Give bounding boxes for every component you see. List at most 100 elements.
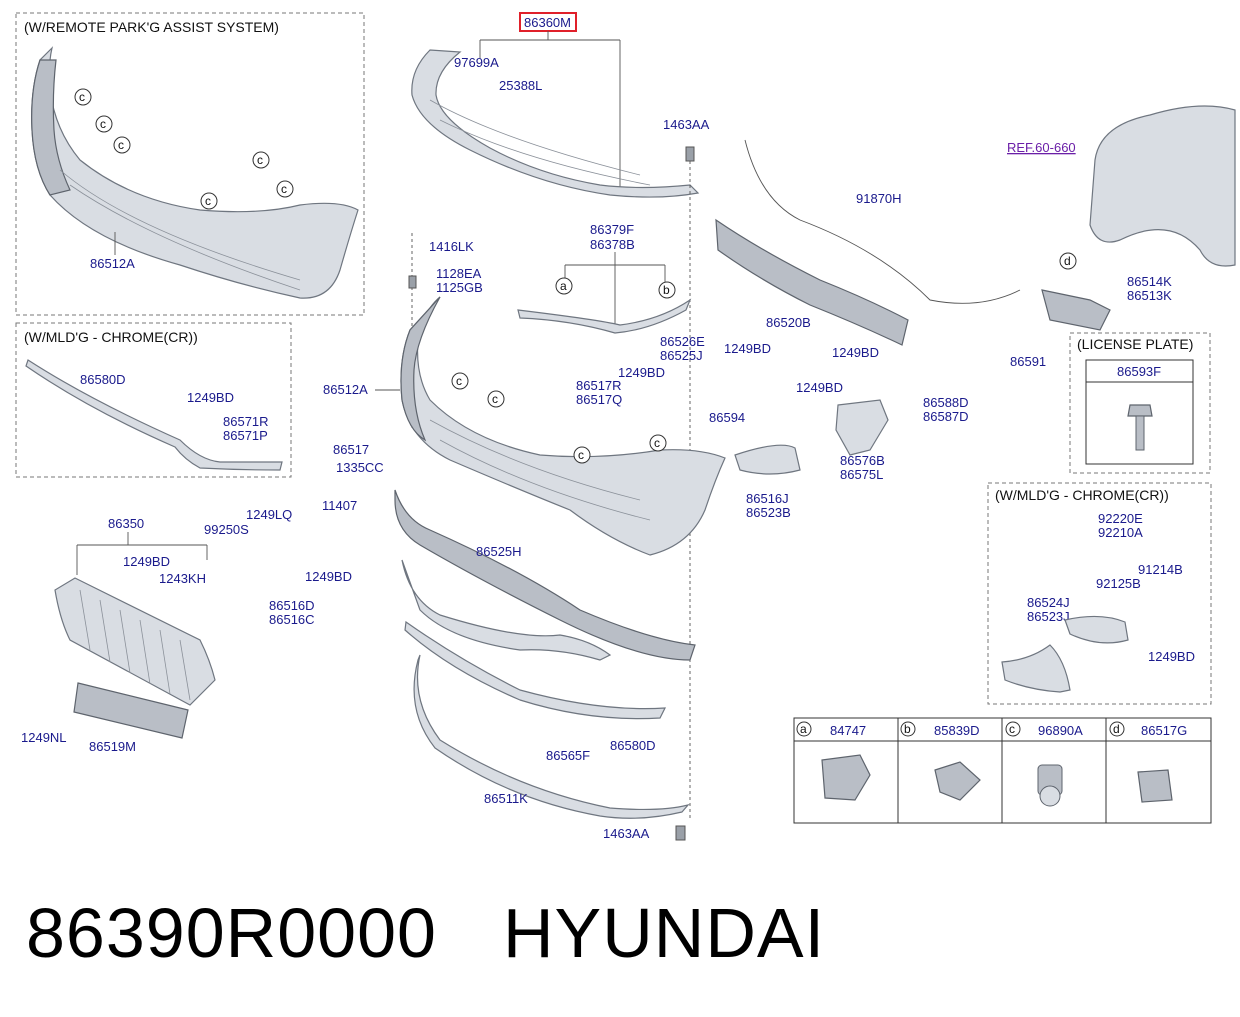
trim-strip-image bbox=[517, 298, 692, 334]
remote-park-box-title: (W/REMOTE PARK'G ASSIST SYSTEM) bbox=[24, 19, 279, 35]
license-plate-box-title: (LICENSE PLATE) bbox=[1077, 336, 1193, 352]
svg-text:c: c bbox=[205, 194, 211, 208]
label-86517R: 86517R bbox=[576, 378, 622, 393]
label-1249LQ: 1249LQ bbox=[246, 507, 292, 522]
clip-86517G-icon bbox=[1137, 769, 1173, 803]
label-86565F: 86565F bbox=[546, 748, 590, 763]
callout-c-5: c bbox=[276, 180, 294, 198]
mld-chrome-left-box bbox=[15, 322, 292, 478]
remote-park-box bbox=[15, 12, 365, 316]
bolt-1128EA-image bbox=[408, 275, 417, 289]
svg-text:d: d bbox=[1064, 254, 1071, 268]
label-86523J: 86523J bbox=[1027, 609, 1070, 624]
label-1125GB: 1125GB bbox=[436, 280, 483, 295]
label-86511K: 86511K bbox=[484, 791, 528, 806]
legend-part-85839D: 85839D bbox=[934, 723, 980, 738]
label-25388L: 25388L bbox=[499, 78, 542, 93]
label-86512A-mid: 86512A bbox=[323, 382, 368, 397]
label-86580D-left: 86580D bbox=[80, 372, 126, 387]
bumper-cover-remote-park-image bbox=[31, 46, 359, 299]
front-bumper-cover-image bbox=[400, 296, 726, 556]
svg-text:c: c bbox=[100, 117, 106, 131]
label-86525J: 86525J bbox=[660, 348, 703, 363]
lower-grille-image bbox=[401, 559, 612, 661]
mld-chrome-right-box-title: (W/MLD'G - CHROME(CR)) bbox=[995, 487, 1169, 503]
label-1249NL: 1249NL bbox=[21, 730, 67, 745]
ref-60-660-link[interactable]: REF.60-660 bbox=[1007, 140, 1076, 155]
label-1249BD-c: 1249BD bbox=[618, 365, 665, 380]
label-86517Q: 86517Q bbox=[576, 392, 622, 407]
wiring-harness-image bbox=[744, 139, 1021, 304]
label-1249BD-b: 1249BD bbox=[832, 345, 879, 360]
label-86571R: 86571R bbox=[223, 414, 269, 429]
svg-text:c: c bbox=[456, 374, 462, 388]
svg-text:a: a bbox=[560, 279, 567, 293]
license-plate-bolt-image bbox=[1127, 404, 1153, 451]
label-1249BD-e: 1249BD bbox=[123, 554, 170, 569]
legend-key-a: a bbox=[800, 722, 807, 736]
label-1243KH: 1243KH bbox=[159, 571, 206, 586]
label-1335CC: 1335CC bbox=[336, 460, 384, 475]
legend-key-d: d bbox=[1113, 722, 1120, 736]
sensor-96890A-icon bbox=[1037, 764, 1063, 807]
callout-a: a bbox=[555, 277, 573, 295]
label-86379F: 86379F bbox=[590, 222, 634, 237]
grille-lower-86519M-image bbox=[73, 682, 189, 739]
label-86360M[interactable]: 86360M bbox=[524, 15, 571, 30]
label-1128EA: 1128EA bbox=[436, 266, 482, 281]
bracket-86514K-image bbox=[1041, 289, 1111, 331]
moulding-86580D-image bbox=[404, 620, 667, 720]
label-1249BD-g: 1249BD bbox=[1148, 649, 1195, 664]
label-86517: 86517 bbox=[333, 442, 369, 457]
legend-table: a 84747 b 85839D c 96890A d 86517G bbox=[793, 717, 1212, 824]
label-86593F: 86593F bbox=[1117, 364, 1161, 379]
svg-text:b: b bbox=[663, 283, 670, 297]
label-92125B: 92125B bbox=[1096, 576, 1141, 591]
label-1463AA-top: 1463AA bbox=[663, 117, 710, 132]
legend-key-b: b bbox=[904, 722, 911, 736]
label-86516C: 86516C bbox=[269, 612, 315, 627]
label-86580D-bottom: 86580D bbox=[610, 738, 656, 753]
grille-insert-image bbox=[734, 444, 801, 475]
label-1249BD-a: 1249BD bbox=[724, 341, 771, 356]
label-86571P: 86571P bbox=[223, 428, 268, 443]
license-plate-box bbox=[1069, 332, 1211, 474]
label-86512A-top: 86512A bbox=[90, 256, 135, 271]
skid-plate-86511K-image bbox=[413, 654, 690, 819]
label-86350: 86350 bbox=[108, 516, 144, 531]
callout-c-2: c bbox=[95, 115, 113, 133]
label-86576B: 86576B bbox=[840, 453, 885, 468]
label-86587D: 86587D bbox=[923, 409, 969, 424]
clip-85839D-icon bbox=[934, 761, 981, 801]
label-92220E: 92220E bbox=[1098, 511, 1143, 526]
svg-text:c: c bbox=[79, 90, 85, 104]
legend-part-84747: 84747 bbox=[830, 723, 866, 738]
bumper-beam-image bbox=[715, 218, 909, 346]
label-97699A: 97699A bbox=[454, 55, 499, 70]
callout-c-3: c bbox=[113, 136, 131, 154]
svg-text:c: c bbox=[578, 448, 584, 462]
label-1249BD-left: 1249BD bbox=[187, 390, 234, 405]
clip-1463AA-bottom-image bbox=[675, 825, 686, 841]
label-86520B: 86520B bbox=[766, 315, 811, 330]
label-1416LK: 1416LK bbox=[429, 239, 474, 254]
upper-cover-86360M-image bbox=[411, 49, 700, 198]
fender-ref-image bbox=[1089, 105, 1236, 267]
radiator-grille-image bbox=[54, 577, 216, 706]
label-1463AA-bottom: 1463AA bbox=[603, 826, 650, 841]
moulding-left-image bbox=[25, 359, 283, 471]
label-86519M: 86519M bbox=[89, 739, 136, 754]
callout-c-4: c bbox=[252, 151, 270, 169]
clip-84747-icon bbox=[821, 754, 871, 801]
callout-c-8: c bbox=[487, 390, 505, 408]
svg-text:c: c bbox=[118, 138, 124, 152]
fog-bezel-right-image bbox=[1001, 644, 1071, 693]
label-86514K: 86514K bbox=[1127, 274, 1172, 289]
label-11407: 11407 bbox=[322, 498, 357, 513]
label-91214B: 91214B bbox=[1138, 562, 1183, 577]
callout-b: b bbox=[658, 281, 676, 299]
mld-chrome-right-box bbox=[987, 482, 1212, 705]
callout-d: d bbox=[1059, 252, 1077, 270]
callout-c-1: c bbox=[74, 88, 92, 106]
label-86516J: 86516J bbox=[746, 491, 789, 506]
